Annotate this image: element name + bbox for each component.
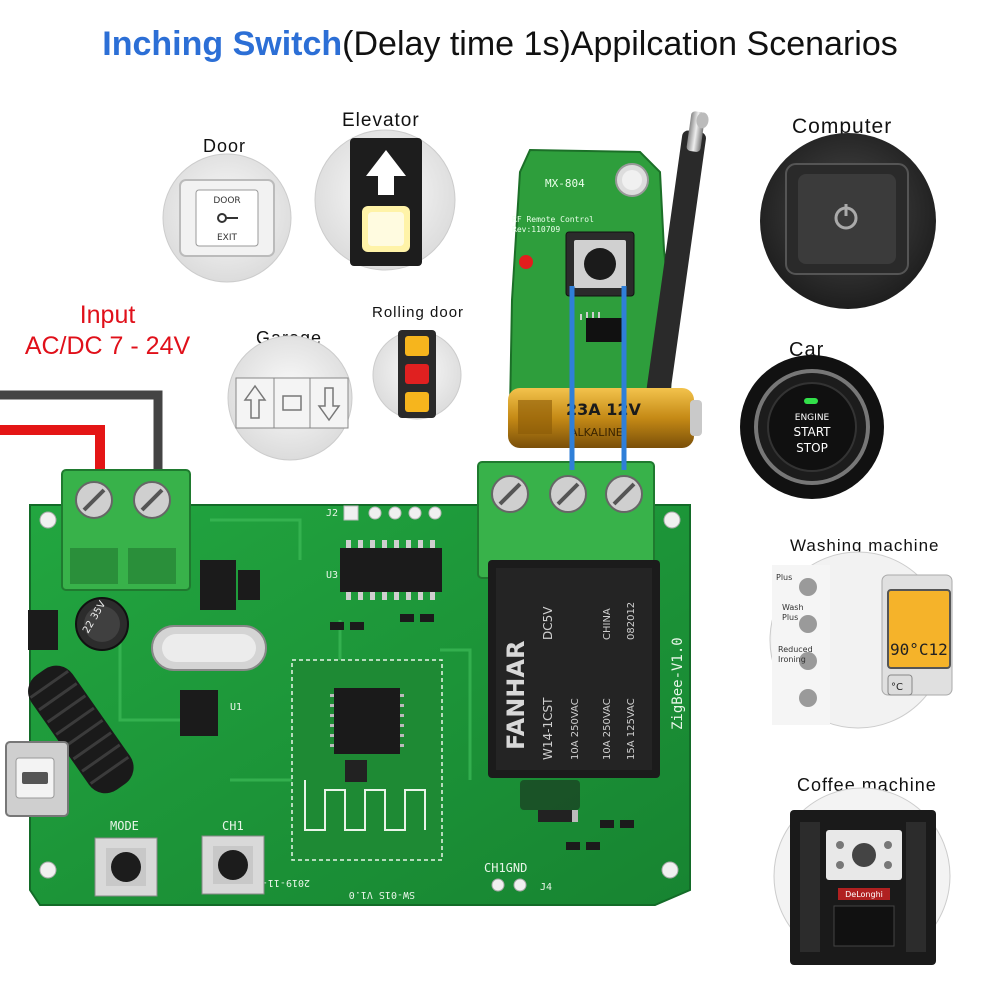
relay-brand: FANHAR [502, 641, 530, 750]
svg-text:15A 125VAC: 15A 125VAC [626, 698, 637, 760]
washer-display: 90°C12 [890, 640, 948, 659]
micro-usb-port [5, 741, 69, 817]
relay: FANHAR W14-1CST DC5V 10A 250VAC 10A 250V… [488, 560, 660, 778]
car-button-line3: STOP [796, 441, 828, 455]
input-terminal-block [61, 469, 191, 591]
elevator-scenario [314, 129, 456, 271]
svg-text:10A 250VAC: 10A 250VAC [602, 698, 613, 760]
door-panel-top: DOOR [213, 196, 240, 206]
rf-remote-board: MX-804 RF Remote Control Rev:110709 23A … [508, 111, 709, 448]
remote-line2: Rev:110709 [512, 225, 560, 234]
rolling-door-scenario [372, 330, 462, 420]
main-pcb: FANHAR W14-1CST DC5V 10A 250VAC 10A 250V… [5, 286, 691, 906]
module-date: 2019-11-08 [250, 877, 310, 888]
blue-wires [569, 286, 627, 470]
svg-text:Plus: Plus [782, 613, 798, 622]
ch1gnd-label: CH1GND [484, 861, 527, 875]
svg-text:10A 250VAC: 10A 250VAC [570, 698, 581, 760]
zigbee-module: 2019-11-08 SW-01S V1.0 [250, 659, 443, 900]
garage-stop-icon [282, 395, 302, 411]
battery [508, 388, 694, 448]
computer-scenario [760, 133, 936, 309]
page-title: Inching Switch(Delay time 1s)Appilcation… [0, 22, 1000, 66]
garage-down-icon [317, 387, 341, 422]
garage-up-icon [243, 384, 267, 419]
svg-text:CHINA: CHINA [602, 608, 613, 640]
door-panel-bottom: EXIT [217, 233, 238, 243]
car-button-line1: ENGINE [795, 413, 830, 423]
door-label: Door [203, 136, 247, 156]
rolling-door-label: Rolling door [372, 304, 465, 321]
svg-text:ALKALINE: ALKALINE [570, 426, 623, 439]
garage-scenario [227, 335, 353, 461]
computer-label: Computer [792, 115, 893, 138]
input-label-line1: Input [79, 301, 136, 329]
elevator-label: Elevator [342, 110, 420, 131]
remote-model: MX-804 [545, 177, 585, 190]
battery-label: 23A 12V [566, 400, 641, 419]
svg-text:U1: U1 [230, 702, 242, 713]
washing-machine-label: Washing machine [790, 536, 940, 555]
input-label: Input AC/DC 7 - 24V [0, 300, 215, 362]
coffee-brand: DeLonghi [845, 890, 883, 899]
remote-line1: RF Remote Control [512, 215, 594, 224]
ch1-label: CH1 [222, 819, 244, 833]
title-rest: (Delay time 1s)Appilcation Scenarios [342, 25, 898, 63]
elevator-up-arrow-icon [366, 150, 406, 195]
output-terminal-block [477, 461, 655, 579]
coil-antenna [28, 665, 134, 794]
car-scenario: ENGINE START STOP [740, 355, 884, 499]
input-wires [0, 390, 163, 470]
svg-text:Reduced: Reduced [778, 645, 813, 654]
svg-text:Plus: Plus [776, 573, 792, 582]
coffee-machine-label: Coffee machine [797, 775, 937, 795]
svg-text:J4: J4 [540, 882, 552, 893]
mode-label: MODE [110, 819, 139, 833]
svg-text:DC5V: DC5V [541, 606, 555, 640]
door-scenario: DOOR EXIT [162, 153, 292, 283]
ch1-button [201, 835, 265, 895]
svg-text:°C: °C [891, 682, 903, 693]
title-highlight: Inching Switch [102, 25, 343, 63]
svg-text:Ironing: Ironing [778, 655, 806, 664]
coffee-machine-scenario: DeLonghi [773, 787, 951, 965]
svg-text:W14-1CST: W14-1CST [541, 697, 555, 760]
svg-text:082012: 082012 [626, 602, 637, 640]
mode-button [94, 837, 158, 897]
washing-machine-scenario: Plus Wash Plus Reduced Ironing 90°C12 °C [769, 551, 953, 729]
svg-text:U3: U3 [326, 570, 338, 581]
svg-text:Wash: Wash [782, 603, 804, 612]
car-button-line2: START [793, 425, 831, 439]
board-label: ZigBee-V1.0 [670, 637, 686, 730]
svg-text:J2: J2 [326, 508, 338, 519]
input-label-line2: AC/DC 7 - 24V [24, 332, 191, 360]
ic-u3 [340, 548, 442, 592]
module-label: SW-01S V1.0 [349, 889, 415, 900]
